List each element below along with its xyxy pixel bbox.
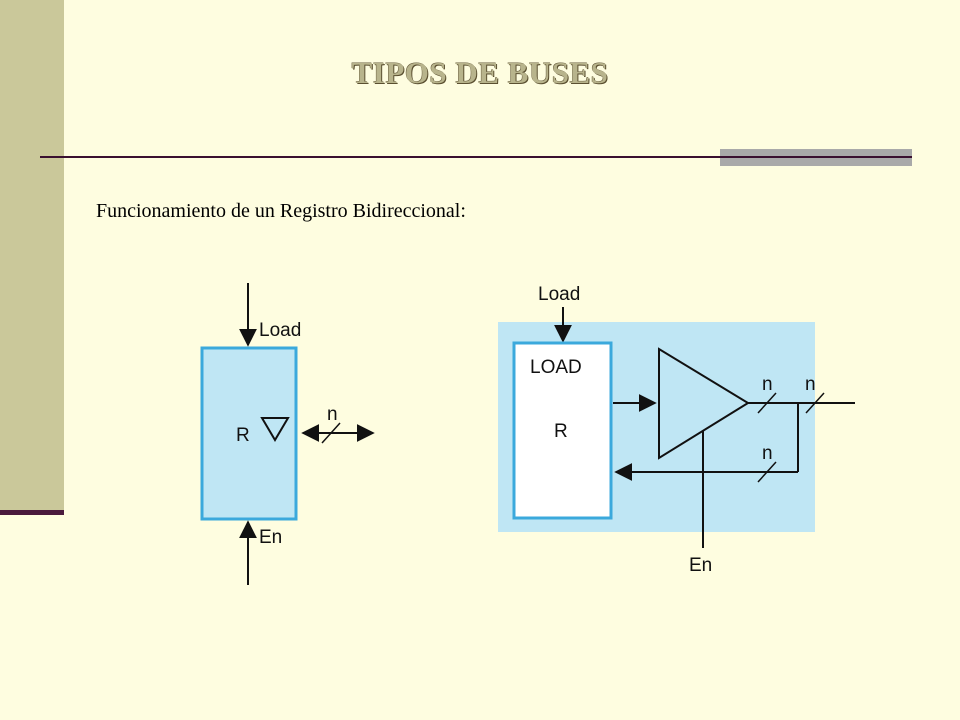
tristate-buffer-icon [658, 347, 750, 460]
right-width-label-3: n [762, 443, 773, 464]
feedback-width-slash [757, 461, 777, 483]
output-width-slash-1 [757, 392, 777, 414]
right-load-label: Load [538, 284, 580, 305]
left-enable-label: En [259, 527, 282, 548]
slide-subtitle: Funcionamiento de un Registro Bidireccio… [96, 200, 466, 222]
right-register-load-label: LOAD [530, 357, 582, 378]
left-register-label: R [236, 425, 250, 446]
right-width-label-2: n [805, 374, 816, 395]
title-rule-accent-line [720, 156, 912, 158]
right-register-label: R [554, 421, 568, 442]
left-bus-width-slash [321, 422, 341, 444]
right-register-diagram: Load LOAD R n n n En [498, 284, 855, 576]
left-register-box [200, 346, 298, 521]
right-enable-label: En [689, 555, 712, 576]
title-rule [40, 156, 912, 158]
side-bar-footer [0, 510, 64, 515]
right-width-label-1: n [762, 374, 773, 395]
slide-title: TIPOS DE BUSES [351, 55, 609, 90]
side-bar [0, 0, 64, 512]
left-register-diagram: Load R n En [200, 283, 375, 585]
output-width-slash-2 [805, 392, 825, 414]
right-register-box [512, 341, 613, 520]
left-load-label: Load [259, 320, 301, 341]
clock-triangle-icon [260, 417, 290, 442]
left-width-label: n [327, 404, 338, 425]
